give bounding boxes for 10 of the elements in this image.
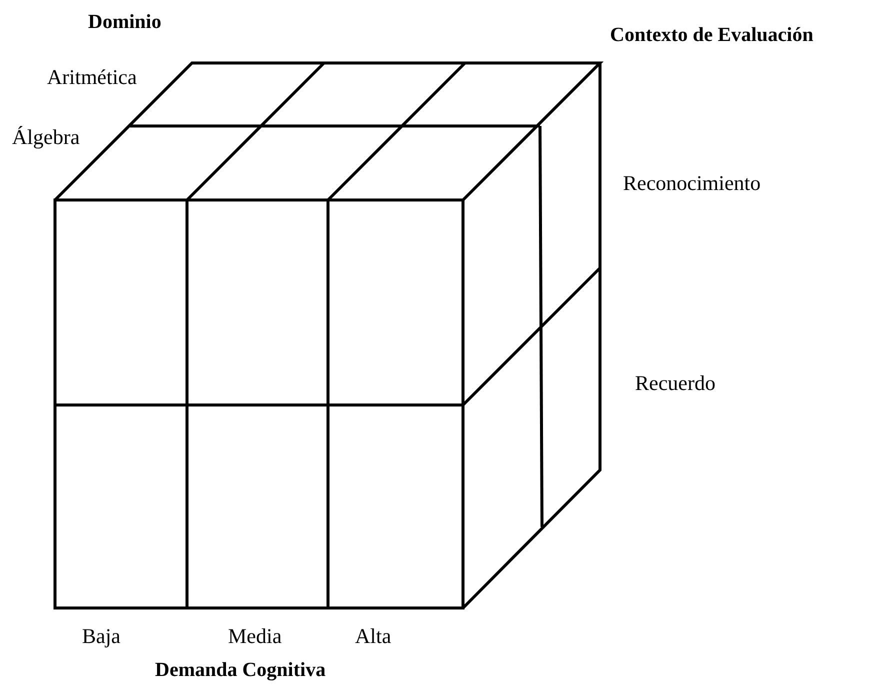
axis-title: Demanda Cognitiva bbox=[155, 660, 326, 680]
axis-category-label: Álgebra bbox=[12, 127, 80, 148]
axis-category-label: Recuerdo bbox=[635, 373, 716, 394]
axis-category-label: Baja bbox=[82, 626, 120, 647]
axis-category-label: Alta bbox=[355, 626, 392, 647]
axis-category-label: Reconocimiento bbox=[623, 173, 761, 194]
axis-category-label: Aritmética bbox=[47, 67, 137, 88]
axis-category-label: Media bbox=[228, 626, 282, 647]
axis-title: Dominio bbox=[88, 12, 162, 32]
axis-title: Contexto de Evaluación bbox=[610, 25, 814, 45]
